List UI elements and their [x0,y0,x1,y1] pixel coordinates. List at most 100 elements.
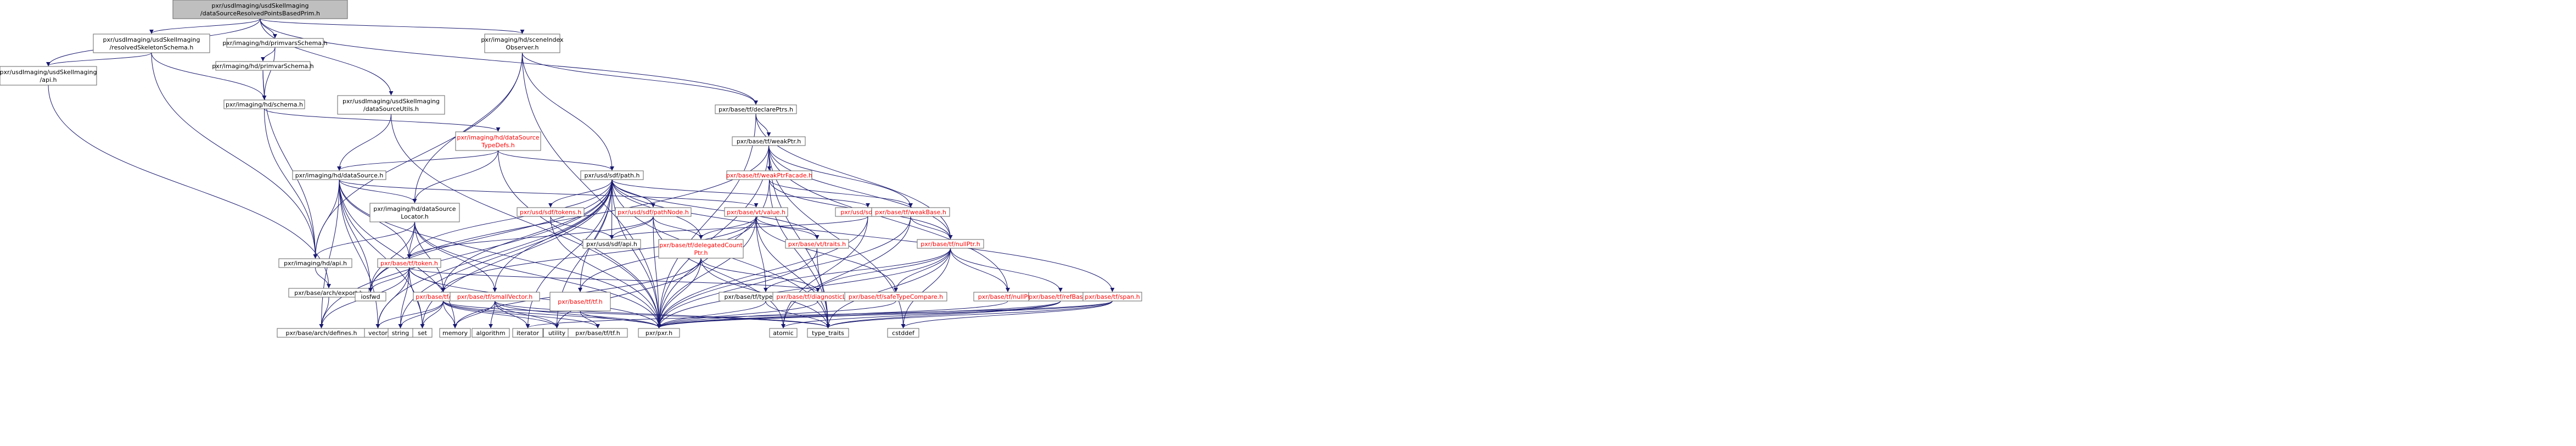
node-box-sdfpath [580,170,644,180]
node-box-root [172,0,348,19]
edge-tfhash-to-vector [375,300,444,328]
node-sdftokens[interactable]: pxr/usd/sdf/tokens.h [517,207,585,217]
node-weakptrfacade[interactable]: pxr/base/tf/weakPtrFacade.h [726,170,812,180]
node-primvarh[interactable]: pxr/imaging/hd/primvarSchema.h [212,61,314,71]
node-box-cstddef [887,328,919,338]
node-vector[interactable]: vector [364,328,392,338]
node-hdschema[interactable]: pxr/imaging/hd/schema.h [223,99,305,109]
edge-sdftokens-to-sdfapi [550,216,614,239]
edge-sceneobs-to-pxrh [522,52,661,328]
edge-sdfpath-to-pxrh [611,179,661,328]
node-tftf[interactable]: pxr/base/tf/tf.h [549,292,611,311]
edge-hdschema-to-hdapi [264,108,318,259]
node-box-weakptr [732,136,806,146]
edge-root-to-skelschema [149,18,261,34]
node-primvarsh[interactable]: pxr/imaging/hd/primvarsSchema.h [222,38,328,48]
node-vtvalue[interactable]: pxr/base/vt/value.h [724,207,788,217]
edge-skelschema-to-hdschema [151,52,267,100]
node-label-delegated-1: Ptr.h [694,249,708,257]
node-label-tftoken-0: pxr/base/tf/token.h [380,260,438,267]
node-sdfpath[interactable]: pxr/usd/sdf/path.h [580,170,644,180]
node-vttraits[interactable]: pxr/base/vt/traits.h [785,239,849,249]
node-iterator[interactable]: iterator [512,328,543,338]
node-box-iosfwd [355,292,386,302]
node-label-sceneobs-0: pxr/imaging/hd/sceneIndex [481,36,564,43]
node-box-sceneobs [484,34,560,53]
node-cstddef[interactable]: cstddef [887,328,919,338]
node-iosfwd[interactable]: iosfwd [355,292,386,302]
edge-tfspan-to-cstddef [901,300,1113,328]
node-smallvector[interactable]: pxr/base/tf/smallVector.h [450,292,540,302]
node-skelapi[interactable]: pxr/usdImaging/usdSkelImaging/api.h [0,66,97,86]
edge-hdds-to-archdefines [319,179,340,328]
node-hdapi[interactable]: pxr/imaging/hd/api.h [278,258,352,268]
edge-tftoken-to-iosfwd [368,267,409,292]
node-label-pathnode-0: pxr/usd/sdf/pathNode.h [618,209,689,216]
edge-weakbase-to-nullptr [910,216,953,239]
edge-hdds-to-memory [339,179,457,328]
node-memory[interactable]: memory [439,328,471,338]
node-atomic[interactable]: atomic [769,328,798,338]
node-box-iterator [512,328,543,338]
node-archdefines[interactable]: pxr/base/arch/defines.h [277,328,366,338]
node-string[interactable]: string [388,328,413,338]
edge-weakbase-to-pxrh [656,216,911,328]
node-box-nullptr [917,239,984,249]
node-skelschema[interactable]: pxr/usdImaging/usdSkelImaging/resolvedSk… [93,34,210,53]
node-nullptr[interactable]: pxr/base/tf/nullPtr.h [917,239,984,249]
edge-tfhash-to-tftfh [443,300,600,328]
node-root[interactable]: pxr/usdImaging/usdSkelImaging/dataSource… [172,0,348,19]
node-tftfh[interactable]: pxr/base/tf/tf.h [568,328,628,338]
edge-refbase-to-atomic [781,300,1061,328]
node-box-safetype [844,292,947,302]
edge-root-to-dsutils [260,18,394,96]
node-box-sdftokens [517,207,585,217]
node-safetype[interactable]: pxr/base/tf/safeTypeCompare.h [844,292,947,302]
edge-sdfpath-to-iosfwd [368,179,613,292]
node-sdfapi[interactable]: pxr/usd/sdf/api.h [582,239,641,249]
node-declareptrs[interactable]: pxr/base/tf/declarePtrs.h [715,104,797,114]
node-box-vttraits [785,239,849,249]
node-tftoken[interactable]: pxr/base/tf/token.h [377,258,441,268]
node-utility[interactable]: utility [543,328,571,338]
node-tfnullptr[interactable]: pxr/base/tf/nullPtr.h [973,292,1042,302]
edge-hdds-to-hdapi [313,179,340,259]
node-label-sdfapi-0: pxr/usd/sdf/api.h [586,241,637,248]
node-label-memory-0: memory [442,330,468,337]
node-box-tftfh [568,328,628,338]
node-label-declareptrs-0: pxr/base/tf/declarePtrs.h [719,106,793,113]
node-label-skelschema-1: /resolvedSkeletonSchema.h [110,44,194,51]
edge-sdfpool-to-pxrh [656,216,868,328]
edge-sdfpath-to-sdfpool [611,179,870,208]
edge-dslocator-to-tfhash [414,221,446,292]
edge-tfspan-to-pxrh [656,300,1113,328]
node-label-set-0: set [418,330,427,337]
node-diaglite[interactable]: pxr/base/tf/diagnosticLite.h [772,292,863,302]
node-hdds[interactable]: pxr/imaging/hd/dataSource.h [292,170,386,180]
node-pxrh[interactable]: pxr/pxr.h [638,328,680,338]
node-label-dstypedefs-0: pxr/imaging/hd/dataSource [457,134,539,141]
node-tfspan[interactable]: pxr/base/tf/span.h [1082,292,1142,302]
node-typetraits[interactable]: type_traits [807,328,849,338]
edge-sdfpath-to-string [398,179,613,328]
edge-hdds-to-dslocator [339,179,417,203]
node-set[interactable]: set [412,328,433,338]
node-algorithm[interactable]: algorithm [472,328,510,338]
edge-hdds-to-vector [339,179,380,328]
node-dsutils[interactable]: pxr/usdImaging/usdSkelImaging/dataSource… [337,95,445,115]
edge-nullptr-to-tfnullptr [950,248,1010,292]
edge-weakptrfacade-to-weakbase [769,179,913,208]
node-box-dsutils [337,95,445,115]
node-weakptr[interactable]: pxr/base/tf/weakPtr.h [732,136,806,146]
node-weakbase[interactable]: pxr/base/tf/weakBase.h [871,207,950,217]
edge-hdds-to-set [339,179,425,328]
node-pathnode[interactable]: pxr/usd/sdf/pathNode.h [615,207,692,217]
edge-primvarh-to-hdapi [262,70,318,259]
edge-root-to-sceneobs [260,18,525,34]
node-label-primvarsh-0: pxr/imaging/hd/primvarsSchema.h [222,40,327,47]
edge-nullptr-to-safetype [894,248,951,292]
